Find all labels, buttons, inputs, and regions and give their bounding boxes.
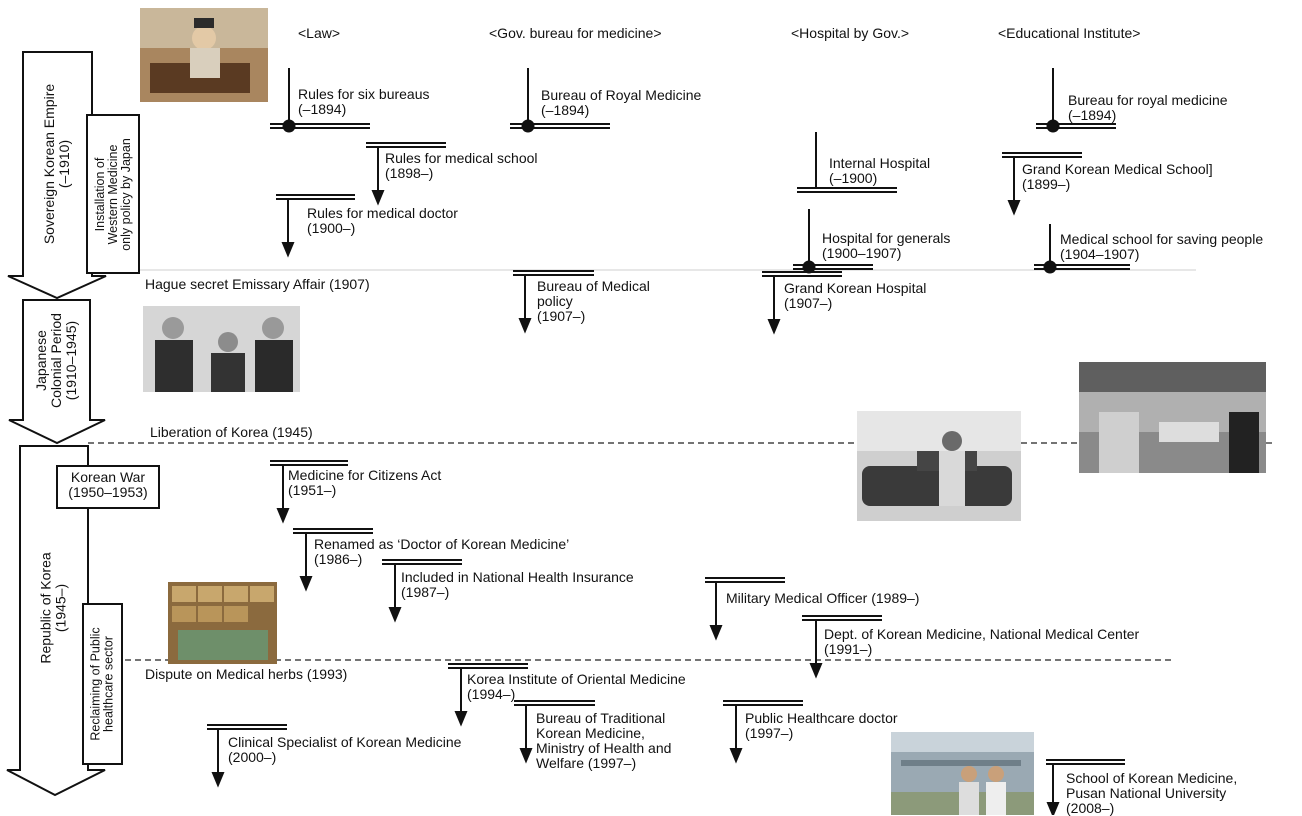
- bureau-royal-marker-dot: [521, 119, 535, 133]
- law-medical-doctor-marker-head: [281, 242, 295, 258]
- pusan-university-image: [891, 732, 1034, 815]
- bureau-policy-marker-head: [518, 318, 532, 334]
- law-renamed: Renamed as ‘Doctor of Korean Medicine’ (…: [314, 536, 570, 567]
- medical-herbs-image: [168, 582, 277, 664]
- hospital-dept: Dept. of Korean Medicine, National Medic…: [824, 626, 1140, 657]
- empire-label-wrap: Sovereign Korean Empire (–1910): [23, 52, 92, 276]
- empire-period-arrow: [7, 51, 107, 300]
- hospital-public-doctor: Public Healthcare doctor (1997–): [745, 710, 898, 741]
- bureau-royal: Bureau of Royal Medicine (–1894): [541, 87, 702, 118]
- education-grand-school: Grand Korean Medical School] (1899–): [1022, 161, 1213, 192]
- law-insurance-marker-head: [388, 607, 402, 623]
- law-medical-school: Rules for medical school (1898–): [385, 150, 538, 181]
- western-medicine-box: [86, 114, 140, 274]
- law-six-bureaus: Rules for six bureaus (–1894): [298, 86, 430, 117]
- hague-emissaries-image: [143, 306, 300, 392]
- law-specialist-marker-head: [211, 772, 225, 788]
- dispute-event: Dispute on Medical herbs (1993): [145, 666, 348, 682]
- reclaiming-label-wrap: Reclaiming of Public healthcare sector: [82, 603, 123, 765]
- education-grand-school-marker-head: [1007, 200, 1021, 216]
- law-citizens-act: Medicine for Citizens Act (1951–): [288, 467, 442, 498]
- education-pusan-marker-head: [1046, 802, 1060, 815]
- education-royal: Bureau for royal medicine (–1894): [1068, 92, 1228, 123]
- law-six-bureaus-marker-dot: [282, 119, 296, 133]
- joseon-physician-photo: [140, 8, 268, 102]
- hospital-generals: Hospital for generals (1900–1907): [822, 230, 951, 261]
- korean-war-image: [857, 411, 1021, 521]
- joseon-physician-image: [140, 8, 268, 102]
- hague-event: Hague secret Emissary Affair (1907): [145, 276, 370, 292]
- liberation-event: Liberation of Korea (1945): [150, 424, 313, 440]
- surrender-ceremony-image: [1079, 362, 1266, 473]
- reclaiming-label: Reclaiming of Public healthcare sector: [88, 627, 116, 741]
- header-hospital: <Hospital by Gov.>: [791, 25, 910, 41]
- republic-label: Republic of Korea (1945–): [38, 552, 70, 664]
- hospital-public-doctor-marker-head: [729, 748, 743, 764]
- header-gov-bureau: <Gov. bureau for medicine>: [489, 25, 662, 41]
- empire-label: Sovereign Korean Empire (–1910): [41, 83, 73, 245]
- reclaiming-box: [82, 603, 123, 765]
- medical-herbs-photo: [168, 582, 277, 664]
- hospital-military-marker-head: [709, 625, 723, 641]
- western-medicine-label: Installation of Western Medicine only po…: [92, 137, 133, 251]
- bureau-traditional: Bureau of Traditional Korean Medicine, M…: [536, 710, 672, 771]
- hague-emissaries-photo: [143, 306, 300, 392]
- law-citizens-act-marker-head: [276, 508, 290, 524]
- hospital-generals-marker-dot: [802, 260, 816, 274]
- hospital-grand: Grand Korean Hospital (1907–): [784, 280, 927, 311]
- law-medical-doctor: Rules for medical doctor (1900–): [307, 205, 458, 236]
- education-saving: Medical school for saving people (1904–1…: [1060, 231, 1264, 262]
- colonial-period-arrow: [8, 299, 106, 445]
- law-insurance: Included in National Health Insurance (1…: [401, 569, 634, 600]
- hospital-internal: Internal Hospital (–1900): [829, 155, 931, 186]
- bureau-traditional-marker-head: [519, 748, 533, 764]
- bureau-policy: Bureau of Medical policy (1907–): [537, 278, 650, 324]
- pusan-university-photo: [891, 732, 1034, 815]
- hospital-grand-marker-head: [767, 319, 781, 335]
- law-specialist: Clinical Specialist of Korean Medicine (…: [228, 734, 462, 765]
- korean-war-box: Korean War (1950–1953): [56, 465, 160, 509]
- header-law: <Law>: [298, 25, 341, 41]
- western-medicine-label-wrap: Installation of Western Medicine only po…: [86, 114, 140, 274]
- bureau-institute: Korea Institute of Oriental Medicine (19…: [467, 671, 686, 702]
- hospital-military: Military Medical Officer (1989–): [726, 590, 920, 606]
- header-education: <Educational Institute>: [998, 25, 1141, 41]
- colonial-label-wrap: Japanese Colonial Period (1910–1945): [23, 300, 90, 420]
- education-pusan: School of Korean Medicine, Pusan Nationa…: [1066, 770, 1238, 816]
- colonial-label: Japanese Colonial Period (1910–1945): [33, 312, 80, 408]
- law-renamed-marker-head: [299, 576, 313, 592]
- law-medical-school-marker-head: [371, 190, 385, 206]
- education-saving-marker-dot: [1043, 260, 1057, 274]
- education-royal-marker-dot: [1046, 119, 1060, 133]
- surrender-ceremony-photo: [1079, 362, 1266, 473]
- bureau-institute-marker-head: [454, 711, 468, 727]
- korean-war-photo: [857, 411, 1021, 521]
- hospital-dept-marker-head: [809, 663, 823, 679]
